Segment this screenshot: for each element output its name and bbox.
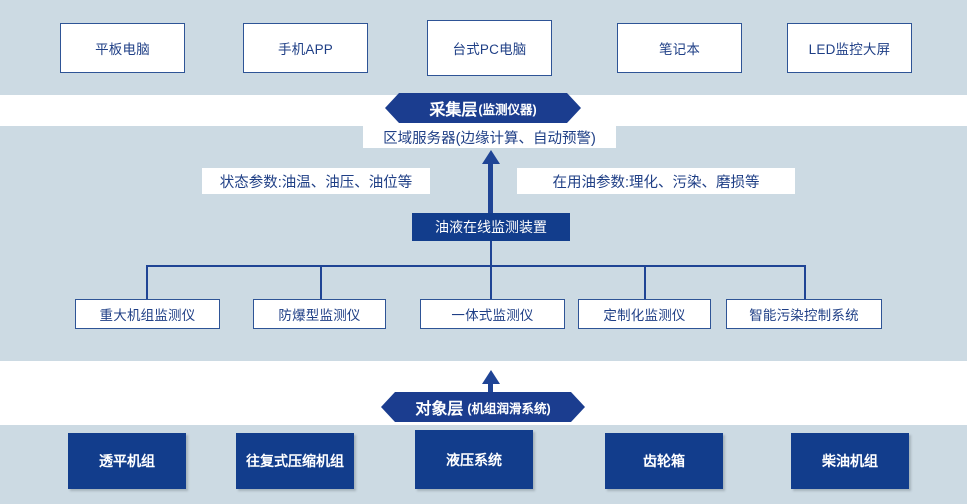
tree-drop-line-4 [644,265,646,300]
instrument-box-smart-contamination-control[interactable]: 智能污染控制系统 [726,299,882,329]
object-box-gearbox[interactable]: 齿轮箱 [605,433,723,489]
uplink-arrow-head [482,150,500,164]
online-oil-monitoring-device-bar[interactable]: 油液在线监测装置 [412,213,570,241]
object-box-turbine-unit[interactable]: 透平机组 [68,433,186,489]
instrument-box-customized-monitor[interactable]: 定制化监测仪 [578,299,711,329]
tree-drop-line-1 [146,265,148,300]
object-box-reciprocating-compressor-unit[interactable]: 往复式压缩机组 [236,433,354,489]
object-layer-banner-subtitle: (机组润滑系统) [467,401,551,416]
uplink-arrow-shaft [488,162,493,214]
device-box-tablet[interactable]: 平板电脑 [60,23,185,73]
object-box-hydraulic-system[interactable]: 液压系统 [415,430,533,489]
instrument-box-major-unit-monitor[interactable]: 重大机组监测仪 [75,299,220,329]
device-box-laptop[interactable]: 笔记本 [617,23,742,73]
device-box-mobile-app[interactable]: 手机APP [243,23,368,73]
collection-layer-banner-title: 采集层 [429,102,478,119]
instrument-box-explosion-proof-monitor[interactable]: 防爆型监测仪 [253,299,386,329]
tree-drop-line-5 [804,265,806,300]
device-box-led-wall[interactable]: LED监控大屏 [787,23,912,73]
object-uplink-arrow-shaft [488,382,493,400]
collection-layer-banner: 采集层(监测仪器) [385,93,581,123]
regional-server-label: 区域服务器(边缘计算、自动预警) [363,126,616,148]
tree-drop-line-3 [490,265,492,300]
object-uplink-arrow-head [482,370,500,384]
object-layer-banner-title: 对象层 [415,401,464,418]
tree-drop-line-2 [320,265,322,300]
in-service-oil-parameters-label: 在用油参数:理化、污染、磨损等 [517,168,795,194]
object-box-diesel-unit[interactable]: 柴油机组 [791,433,909,489]
state-parameters-label: 状态参数:油温、油压、油位等 [202,168,430,194]
instrument-box-integrated-monitor[interactable]: 一体式监测仪 [420,299,565,329]
collection-layer-banner-subtitle: (监测仪器) [478,102,537,117]
object-layer-banner: 对象层(机组润滑系统) [381,392,585,422]
tree-trunk-line [490,241,492,266]
device-box-desktop-pc[interactable]: 台式PC电脑 [427,20,552,76]
tree-bus-line [146,265,806,267]
